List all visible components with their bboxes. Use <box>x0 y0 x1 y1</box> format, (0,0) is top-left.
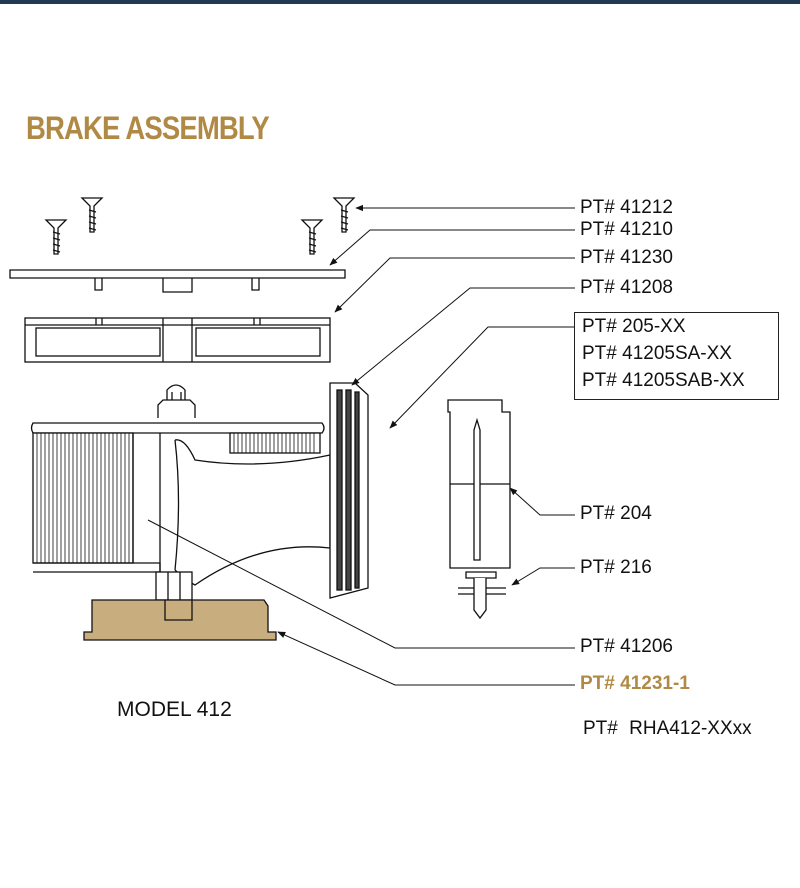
bottom-coupling <box>155 571 193 601</box>
part-label-41231: PT# 41231-1 <box>580 673 690 694</box>
part-label-204: PT# 204 <box>580 503 652 524</box>
screw-icon <box>300 219 324 255</box>
part-label-41212: PT# 41212 <box>580 197 673 218</box>
part-label-41210: PT# 41210 <box>580 219 673 240</box>
part-label-41206: PT# 41206 <box>580 636 673 657</box>
brake-base <box>83 599 277 641</box>
page-title: BRAKE ASSEMBLY <box>26 110 270 146</box>
screw-icon <box>332 197 356 233</box>
assembly-part-number: PT# RHA412-XXxx <box>583 718 752 739</box>
top-plate <box>9 269 346 293</box>
solenoid-assembly <box>447 399 511 620</box>
part-label-41208: PT# 41208 <box>580 277 673 298</box>
part-label-41205sa: PT# 41205SA-XX <box>582 343 732 364</box>
part-label-41230: PT# 41230 <box>580 247 673 268</box>
brake-shoe-housing <box>24 317 331 363</box>
screw-icon <box>80 197 104 233</box>
part-group-box: PT# 205-XX PT# 41205SA-XX PT# 41205SAB-X… <box>574 312 779 400</box>
part-label-216: PT# 216 <box>580 557 652 578</box>
header-bar <box>0 0 800 4</box>
model-label: MODEL 412 <box>117 698 232 721</box>
brake-disc <box>329 382 369 599</box>
spindle-fitting <box>157 384 196 418</box>
part-label-205: PT# 205-XX <box>582 316 686 337</box>
screw-icon <box>44 219 68 255</box>
part-label-41205sab: PT# 41205SAB-XX <box>582 370 745 391</box>
drum-body <box>30 422 331 586</box>
